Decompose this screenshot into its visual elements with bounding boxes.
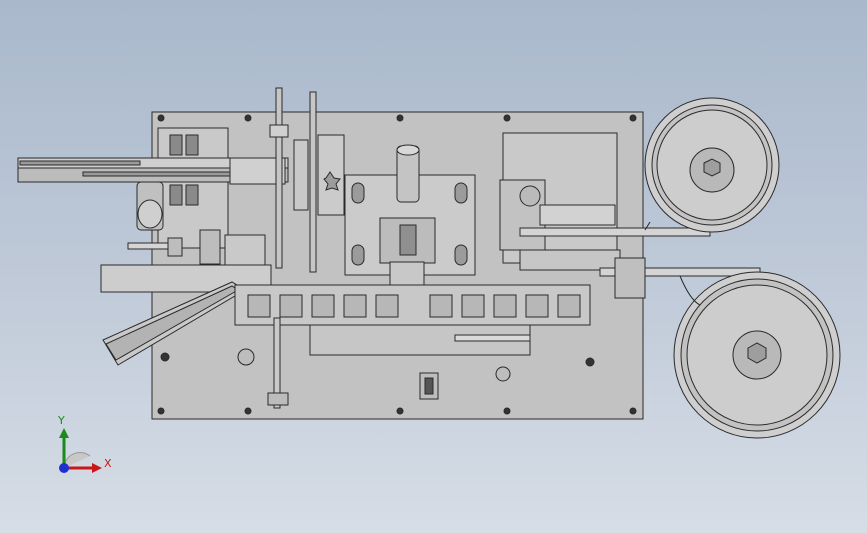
x-axis-label: X xyxy=(104,457,112,470)
vertical-rod-1 xyxy=(275,87,283,269)
lower-reel xyxy=(673,271,841,439)
lower-rod xyxy=(273,317,281,409)
index-pockets xyxy=(247,294,581,318)
x-axis-head xyxy=(92,463,102,473)
z-axis-dot xyxy=(59,463,69,473)
tape-path-lower xyxy=(679,275,701,306)
triad-arrows-icon xyxy=(59,428,102,473)
vertical-rod-2 xyxy=(309,91,317,273)
coordinate-triad xyxy=(50,410,120,480)
y-axis-head xyxy=(59,428,69,438)
upper-reel xyxy=(644,97,780,233)
y-axis-label: Y xyxy=(58,414,65,427)
tape-path-upper xyxy=(644,221,651,231)
star-knob xyxy=(323,171,341,191)
